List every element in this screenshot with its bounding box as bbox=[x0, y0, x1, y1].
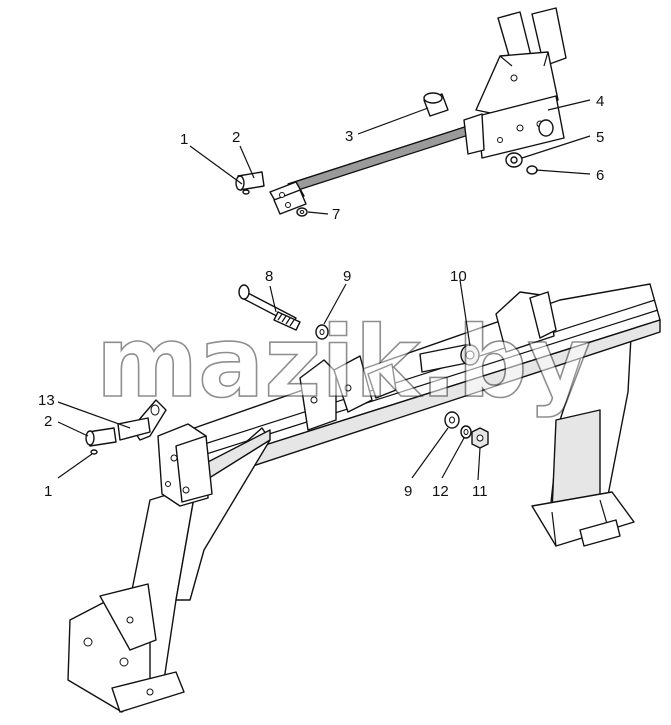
left-end-bracket bbox=[157, 423, 213, 507]
callout-9-mid: 9 bbox=[343, 268, 351, 285]
pin-lower bbox=[85, 427, 117, 447]
callout-4: 4 bbox=[596, 93, 604, 110]
upper-bracket bbox=[463, 7, 567, 159]
shaft-10 bbox=[419, 343, 480, 373]
right-leg bbox=[531, 317, 635, 547]
lock-washer bbox=[460, 425, 472, 439]
washer-low bbox=[444, 411, 460, 429]
callout-12: 12 bbox=[432, 483, 449, 500]
callout-10: 10 bbox=[450, 268, 467, 285]
callout-3: 3 bbox=[345, 128, 353, 145]
washer-mid bbox=[315, 324, 329, 340]
clevis-13 bbox=[117, 399, 167, 441]
callout-11: 11 bbox=[472, 483, 488, 500]
callout-2-lower: 2 bbox=[44, 413, 52, 430]
beam-plates bbox=[299, 291, 557, 431]
callout-9-lower: 9 bbox=[404, 483, 412, 500]
tie-rod bbox=[269, 121, 485, 215]
callout-1-upper: 1 bbox=[180, 131, 188, 148]
callout-13: 13 bbox=[38, 392, 55, 409]
pin-upper bbox=[235, 171, 265, 191]
callout-5: 5 bbox=[596, 129, 604, 146]
cotter-pin-upper bbox=[242, 189, 250, 195]
callout-8: 8 bbox=[265, 268, 273, 285]
washer-upper bbox=[296, 207, 308, 217]
callout-7: 7 bbox=[332, 206, 340, 223]
cotter-pin-lower bbox=[90, 449, 98, 455]
bolt-8 bbox=[238, 284, 301, 331]
left-leg bbox=[67, 427, 271, 713]
bushing bbox=[423, 92, 449, 117]
callout-2-upper: 2 bbox=[232, 129, 240, 146]
snap-ring bbox=[526, 165, 538, 175]
callout-6: 6 bbox=[596, 167, 604, 184]
hex-nut bbox=[471, 427, 489, 449]
spacer bbox=[505, 152, 523, 168]
callout-1-lower: 1 bbox=[44, 483, 52, 500]
watermark: mazik.by bbox=[96, 306, 591, 420]
leader-lines bbox=[57, 99, 591, 481]
